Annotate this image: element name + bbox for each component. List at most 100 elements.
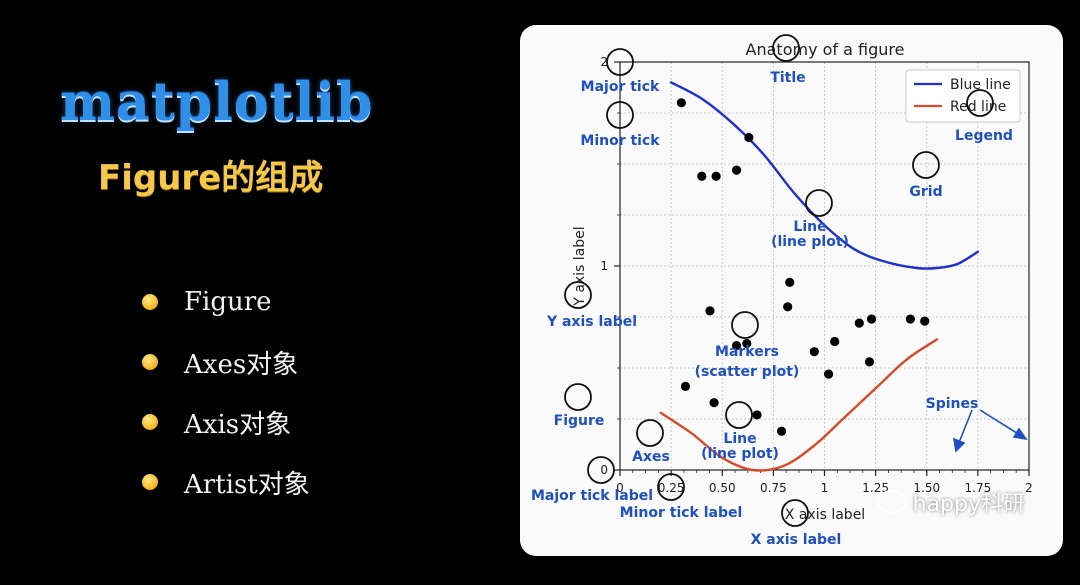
red-line-marker-circle [725,401,753,429]
scatter-marker [920,316,930,326]
annotation-line-red-plot: (line plot) [701,446,779,462]
scatter-marker [680,381,691,391]
scatter-marker [776,426,787,436]
bullet-dot-icon [142,294,158,310]
annotation-minor-tick-label: Minor tick label [620,505,743,521]
x-tick-label: 0 [616,481,624,495]
annotation-y-axis-label: Y axis label [546,314,637,330]
wechat-icon [876,490,907,514]
y-tick-label: 2 [600,55,608,69]
x-tick-label: 0.50 [709,481,736,495]
major-tick-label-marker-circle [587,456,615,484]
scatter-marker [830,336,840,347]
x-axis-label: X axis label [785,507,865,523]
x-tick-label: 1.50 [913,481,940,495]
annotation-labels: Major tick Minor tick Title Legend Grid … [531,70,1013,548]
grid-marker-circle [912,151,940,179]
scatter-marker [744,132,754,143]
annotation-markers: Markers [715,344,779,360]
bullet-text: Figure [184,287,272,317]
line-plot-marker-circle [805,189,833,217]
bullet-text: Artist对象 [184,469,310,500]
bullet-dot-icon [142,354,158,370]
bullet-list: Figure Axes对象 Axis对象 Artist对象 [142,272,310,512]
annotation-major-tick-label: Major tick label [531,488,653,504]
scatter-marker [709,398,719,408]
annotation-figure: Figure [554,413,605,429]
title-marker-circle [772,34,800,62]
x-axis-label-marker-circle [781,499,809,527]
watermark: happy科研 [876,486,1025,518]
spines-arrows [952,409,1028,453]
scatter-marker [731,165,742,175]
legend-entry-blue-line: Blue line [950,77,1011,93]
y-tick-label: 1 [600,259,608,273]
chart-title: Anatomy of a figure [746,40,905,59]
bullet-dot-icon [142,414,158,430]
legend-marker-circle [966,89,994,117]
legend: Blue line Red line [905,69,1021,123]
spines-arrow-right [979,409,1021,436]
matplotlib-logo-title: matplotlib [60,72,374,133]
markers-marker-circle [731,311,759,339]
scatter-marker [731,340,742,351]
scatter-marker [809,347,819,357]
x-tick-label: 0.25 [658,481,685,495]
watermark-text: happy科研 [912,492,1025,517]
scatter-marker [705,306,715,316]
x-tick-label: 1.75 [965,481,992,495]
bullet-text: Axes对象 [184,349,299,380]
x-tick-label: 1 [821,481,829,495]
scatter-marker [752,410,762,420]
annotation-major-tick: Major tick [581,79,660,95]
spines-arrowhead-left-icon [952,437,966,453]
annotation-title: Title [770,70,805,86]
figure-marker-circle [564,383,592,411]
legend-entry-red-line: Red line [950,99,1006,115]
major-tick-marker-circle [606,48,634,76]
scatter-marker [783,302,793,312]
bullet-item-axis: Axis对象 [142,392,310,452]
annotation-minor-tick: Minor tick [580,133,660,149]
y-axis-label-marker-circle [564,281,592,309]
scatter-marker [866,314,877,324]
blue-line-series [669,81,980,270]
scatter-marker [864,357,875,367]
annotation-legend: Legend [955,128,1013,144]
annotation-markers-scatter: (scatter plot) [695,364,800,380]
y-tick-label: 0 [600,463,608,477]
scatter-marker [742,338,752,349]
annotation-grid: Grid [909,184,942,200]
axes-marker-circle [636,419,664,447]
slide-subtitle: Figure的组成 [98,158,324,198]
annotation-line-blue-plot: (line plot) [771,234,849,250]
scatter-marker [676,98,686,108]
x-tick-label: 0.75 [760,481,787,495]
bullet-item-figure: Figure [142,272,310,332]
scatter-marker [711,171,721,181]
bullet-text: Axis对象 [184,409,292,440]
annotation-circles [564,34,994,527]
spines-arrowhead-right-icon [1012,427,1028,441]
x-tick-label: 2 [1025,481,1033,495]
annotation-line-red: Line [723,431,756,447]
scatter-marker [905,314,915,324]
bullet-item-axes: Axes对象 [142,332,310,392]
data-series [659,81,980,472]
annotation-spines: Spines [926,396,979,412]
scatter-marker [854,318,864,328]
bullet-dot-icon [142,474,158,490]
scatter-marker [785,277,795,287]
minor-tick-label-marker-circle [657,473,685,501]
annotation-axes: Axes [632,449,670,465]
annotation-line-blue: Line [793,219,826,235]
scatter-marker [823,369,834,379]
spines-arrow-left [957,409,973,446]
red-line-series [659,338,939,472]
slide-left-panel: matplotlib Figure的组成 Figure Axes对象 Axis对… [0,0,520,585]
y-axis-label: Y axis label [572,226,588,306]
scatter-marker [697,171,707,181]
bullet-item-artist: Artist对象 [142,452,310,512]
